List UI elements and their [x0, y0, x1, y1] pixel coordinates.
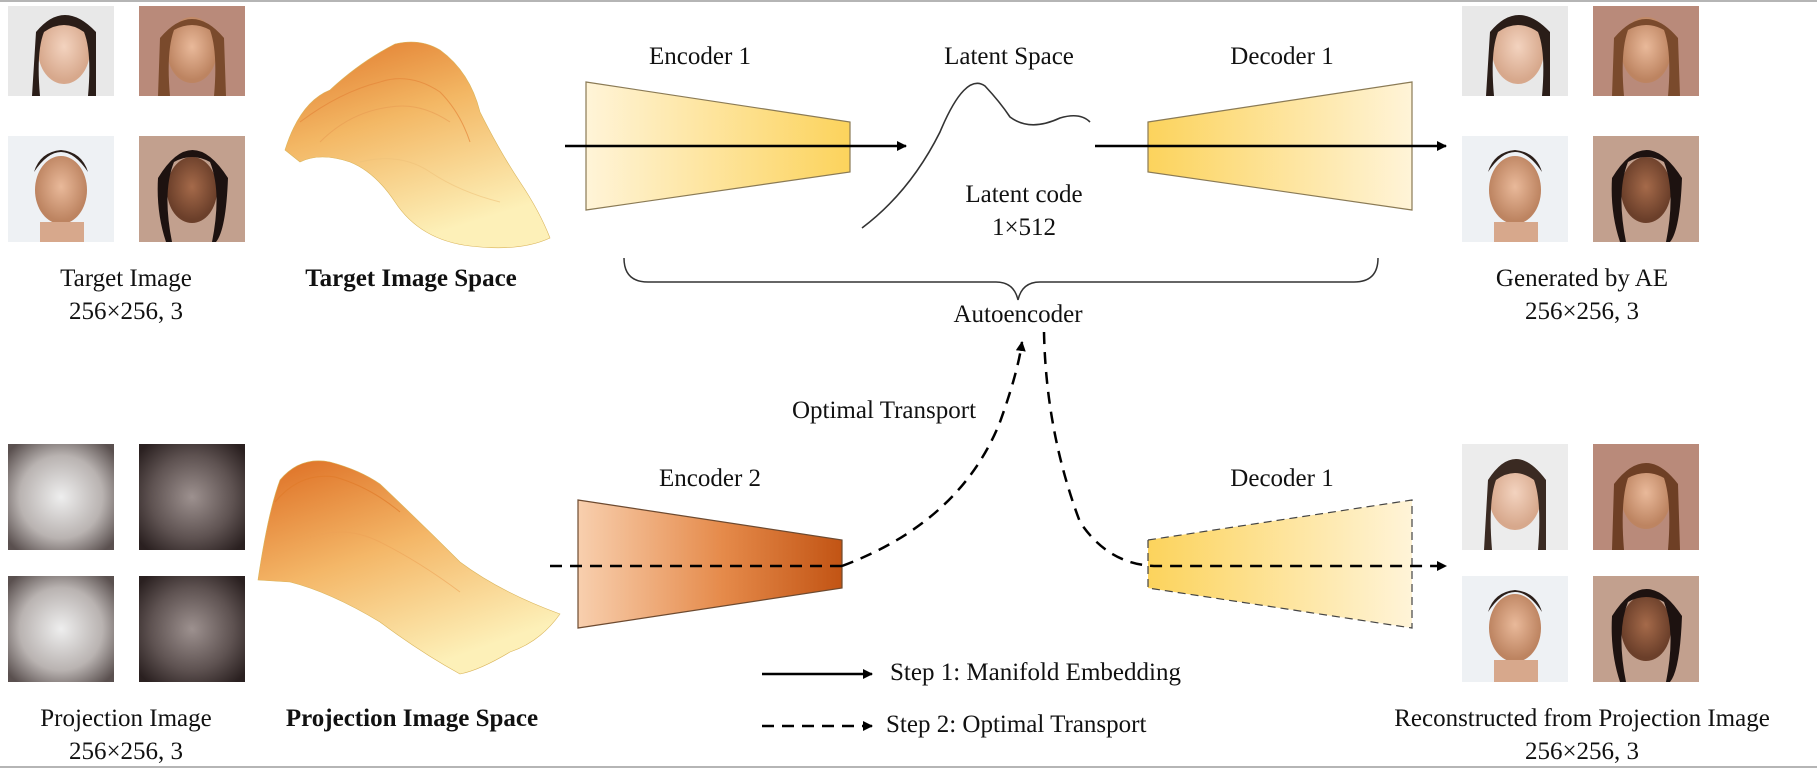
projection-blur-2 — [139, 444, 245, 550]
generated-by-ae-label: Generated by AE — [1495, 265, 1669, 292]
generated-face-1 — [1462, 6, 1568, 96]
latent-code-size: 1×512 — [991, 214, 1057, 241]
legend-step-1: Step 1: Manifold Embedding — [890, 659, 1181, 686]
reconstructed-label: Reconstructed from Projection Image — [1394, 705, 1770, 732]
decoder-1-bottom-block — [1147, 499, 1413, 629]
decoder-1-bottom-label: Decoder 1 — [1230, 465, 1334, 492]
target-image-label: Target Image — [60, 265, 192, 292]
projection-image-size: 256×256, 3 — [68, 738, 184, 765]
projection-image-space-label: Projection Image Space — [285, 705, 539, 732]
projection-image-label: Projection Image — [40, 705, 212, 732]
optimal-transport-label: Optimal Transport — [791, 397, 977, 424]
projection-image-space-surface — [257, 460, 561, 675]
dashed-arrow-to-autoencoder — [841, 341, 1026, 568]
decoder-1-top-label: Decoder 1 — [1230, 43, 1334, 70]
generated-face-4 — [1593, 136, 1699, 242]
generated-by-ae-size: 256×256, 3 — [1524, 298, 1640, 325]
generated-face-3 — [1462, 136, 1568, 242]
latent-space-label: Latent Space — [944, 43, 1074, 70]
reconstructed-face-4 — [1593, 576, 1699, 682]
target-face-1 — [8, 6, 114, 96]
autoencoder-brace — [623, 257, 1379, 301]
encoder-2-block — [577, 499, 843, 629]
dashed-arrow-to-decoder-bottom — [1042, 331, 1447, 571]
encoder-1-label: Encoder 1 — [648, 43, 752, 70]
projection-blur-3 — [8, 576, 114, 682]
projection-blur-4 — [139, 576, 245, 682]
target-face-2 — [139, 6, 245, 96]
target-face-4 — [139, 136, 245, 242]
reconstructed-face-2 — [1593, 444, 1699, 550]
reconstructed-size: 256×256, 3 — [1524, 738, 1640, 765]
generated-face-2 — [1593, 6, 1699, 96]
reconstructed-face-3 — [1462, 576, 1568, 682]
target-image-space-label: Target Image Space — [305, 265, 517, 292]
legend-step-2: Step 2: Optimal Transport — [886, 711, 1147, 738]
latent-code-label: Latent code — [965, 181, 1083, 208]
target-image-space-surface — [284, 41, 551, 249]
autoencoder-label: Autoencoder — [953, 301, 1083, 328]
reconstructed-face-1 — [1462, 444, 1568, 550]
projection-blur-1 — [8, 444, 114, 550]
target-face-3 — [8, 136, 114, 242]
encoder-2-label: Encoder 2 — [658, 465, 762, 492]
target-image-size: 256×256, 3 — [68, 298, 184, 325]
latent-space-curve — [861, 82, 1091, 229]
